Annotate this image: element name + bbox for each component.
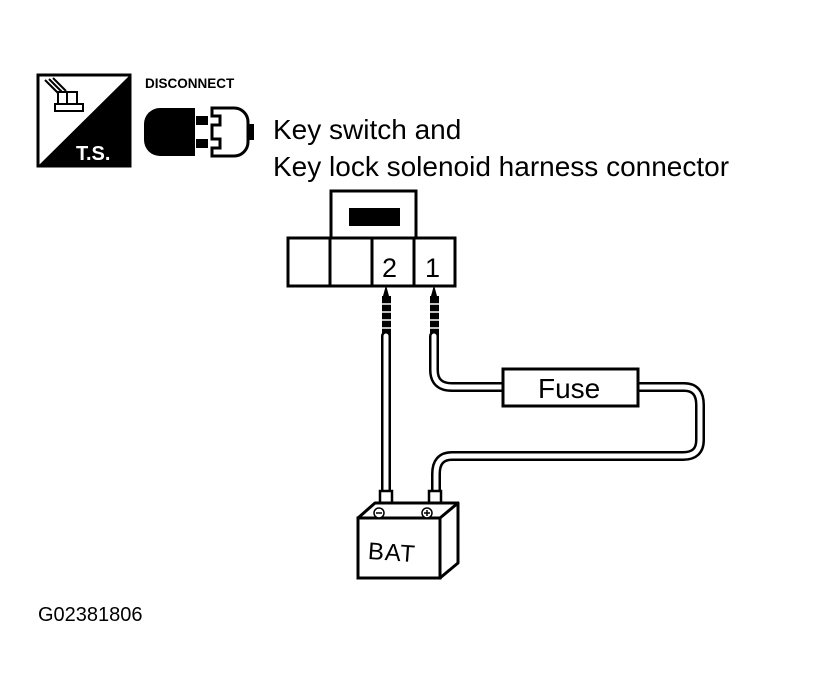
battery: BAT	[356, 489, 460, 580]
probe-left	[382, 285, 391, 336]
figure-code: G02381806	[38, 604, 143, 626]
pin-2-label: 2	[382, 253, 397, 283]
disconnect-icon: DISCONNECT	[144, 76, 254, 158]
pin-1-label: 1	[425, 253, 440, 283]
ts-icon: T.S.	[36, 73, 132, 168]
connector-sketch-icon	[44, 77, 84, 112]
disconnect-label: DISCONNECT	[145, 76, 235, 91]
battery-negative-terminal-icon	[373, 507, 385, 519]
battery-positive-terminal-icon	[421, 507, 433, 519]
fuse: Fuse	[501, 367, 640, 408]
harness-connector: 2 1	[286, 189, 457, 288]
fuse-label: Fuse	[538, 373, 600, 404]
title-line-1: Key switch and	[273, 114, 461, 145]
title-line-2: Key lock solenoid harness connector	[273, 151, 729, 182]
ts-label: T.S.	[76, 143, 110, 165]
battery-label: BAT	[367, 538, 417, 568]
connector-lock-tab	[349, 208, 400, 226]
probe-right	[430, 285, 439, 336]
